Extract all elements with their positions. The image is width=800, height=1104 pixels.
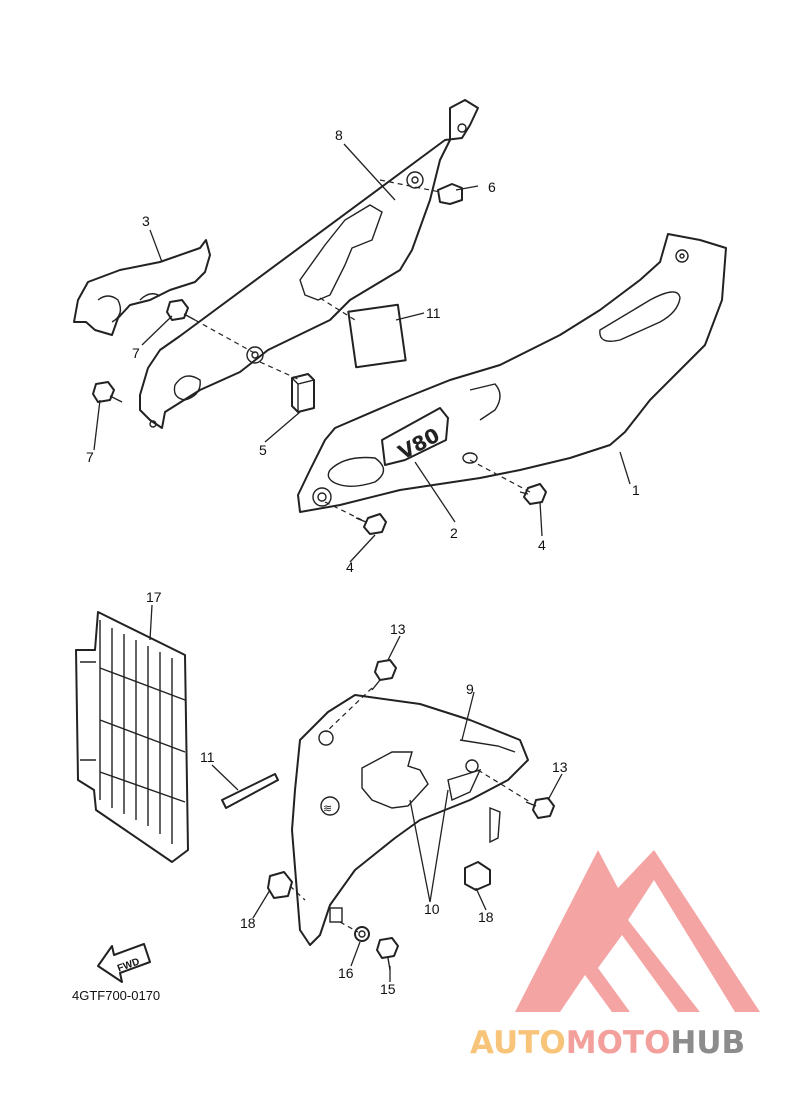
- callout-14: 15: [380, 981, 396, 997]
- part-4-bolt-a: [519, 483, 547, 505]
- watermark-auto: AUTO: [470, 1025, 566, 1061]
- part-18-clip: [267, 871, 293, 899]
- part-8-cap: [437, 183, 463, 205]
- part-3-panel: [73, 239, 211, 336]
- callout-11: 11: [200, 749, 215, 765]
- part-7-bolt-a: [166, 299, 196, 321]
- watermark-moto: MOTO: [566, 1025, 671, 1061]
- part-9-radiator-cover: ≋: [291, 694, 529, 946]
- callout-4b: 4: [346, 559, 354, 575]
- watermark-hub: HUB: [670, 1025, 745, 1061]
- svg-text:AUTOMOTOHUB: AUTOMOTOHUB: [470, 1025, 745, 1061]
- callout-7a: 7: [132, 345, 140, 361]
- callout-6: 5: [259, 442, 267, 458]
- callout-13b: 13: [552, 759, 568, 775]
- part-12-label: [347, 303, 407, 369]
- callout-17: 18: [478, 909, 494, 925]
- callout-7b: 7: [86, 449, 94, 465]
- watermark-logo: [515, 850, 760, 1012]
- watermark-logo-icon: [515, 850, 760, 1012]
- callout-8: 6: [488, 179, 496, 195]
- part-14-bolt: [376, 937, 399, 971]
- callout-3: 3: [142, 213, 150, 229]
- part-4-bolt-b: [355, 513, 387, 535]
- part-5-bracket: [139, 99, 479, 429]
- part-7-bolt-b: [92, 381, 123, 403]
- callout-2: 2: [450, 525, 458, 541]
- callout-12: 11: [426, 305, 441, 321]
- logo-emblem-icon: ≋: [323, 803, 332, 815]
- callout-10: 10: [424, 901, 440, 917]
- watermark-text: AUTOMOTOHUB: [470, 1025, 745, 1061]
- callout-13a: 13: [390, 621, 406, 637]
- part-13-bolt-b: [525, 797, 555, 819]
- callout-1: 1: [632, 482, 640, 498]
- callout-5: 8: [335, 127, 343, 143]
- part-16-louver: [75, 611, 189, 863]
- callout-18: 18: [240, 915, 256, 931]
- part-6-damper: [291, 373, 315, 413]
- part-13-bolt-a: [371, 659, 397, 691]
- callout-9: 9: [466, 681, 474, 697]
- part-17-clip: [464, 806, 501, 891]
- callout-4a: 4: [538, 537, 546, 553]
- fwd-arrow-icon: FWD: [97, 943, 151, 983]
- part-15-washer: [354, 926, 370, 942]
- part-code: 4GTF700-0170: [72, 988, 160, 1003]
- callout-16: 17: [146, 589, 162, 605]
- part-11-strip: [221, 773, 279, 809]
- callout-15: 16: [338, 965, 354, 981]
